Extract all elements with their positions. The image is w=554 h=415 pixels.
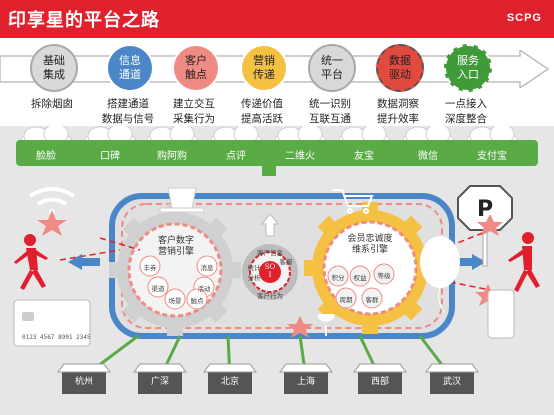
- shopping-cart: [332, 189, 374, 214]
- store-label-beijing: 北京: [220, 377, 239, 387]
- stage-caption-1: 拆除烟囱: [31, 98, 73, 110]
- channel-label-koubei: 口碑: [100, 151, 120, 162]
- header-bar: [0, 0, 554, 38]
- right-node-2: 权益: [353, 274, 367, 282]
- store-label-wuhan: 武汉: [442, 377, 461, 387]
- platform-diagram: P: [13, 126, 540, 394]
- blue-arrows: [68, 254, 486, 270]
- parking-sign: P: [457, 185, 513, 267]
- stage-label: 数据 驱动: [389, 54, 411, 81]
- page-title: 印享星的平台之路: [8, 10, 160, 31]
- stage-caption-6: 数据洞察 提升效率: [377, 98, 419, 125]
- left-node-4: 活动: [197, 285, 211, 293]
- channel-label-gouagou: 购阿购: [157, 151, 187, 162]
- left-node-6: 触点: [190, 297, 204, 305]
- stage-label: 客户 触点: [185, 54, 207, 81]
- runner-right: [508, 232, 540, 292]
- phone: [487, 289, 515, 339]
- stage-circle-1: 基础 集成: [30, 44, 78, 92]
- store-label-guangshen: 广深: [150, 377, 169, 387]
- stage-label: 统一 平台: [321, 54, 343, 81]
- channel-label-erweihuo: 二维火: [285, 151, 315, 162]
- left-node-1: 丰券: [143, 264, 157, 272]
- coffee-cup: [159, 187, 205, 213]
- channel-label-lianlian: 脸脸: [36, 151, 56, 162]
- wine-glasses: [318, 314, 334, 336]
- store-label-shanghai: 上海: [296, 377, 315, 387]
- right-node-1: 积分: [331, 274, 345, 282]
- channel-label-zhifubao: 支付宝: [477, 151, 507, 162]
- stage-caption-7: 一点接入 深度整合: [445, 98, 487, 125]
- channel-label-dianping: 点评: [226, 151, 246, 162]
- center-gear: [242, 244, 298, 300]
- stage-caption-4: 传递价值 提高活跃: [241, 98, 283, 125]
- left-gear: [109, 204, 241, 336]
- runner-left: [14, 234, 48, 290]
- stage-caption-2: 搭建通道 数据与信号: [101, 98, 155, 125]
- stage-circle-4: 营销 传递: [240, 44, 288, 92]
- right-node-5: 客群: [365, 296, 379, 304]
- stores: [57, 363, 479, 394]
- soi-badge: SO I: [264, 263, 276, 279]
- left-node-5: 场景: [168, 297, 182, 305]
- svg-text:P: P: [477, 197, 493, 222]
- stage-circle-6: 数据 驱动: [376, 44, 424, 92]
- left-node-2: 消息: [200, 264, 214, 272]
- channel-label-weixin: 微信: [418, 151, 438, 162]
- left-node-3: 渠道: [151, 285, 165, 293]
- stage-circle-5: 统一 平台: [308, 44, 356, 92]
- card-number: 0123 4567 8901 2345: [22, 334, 91, 341]
- center-left-label: 统计 分析: [247, 264, 261, 282]
- wifi-icon: [28, 187, 76, 206]
- center-right-label: 客服: [279, 258, 293, 266]
- store-label-hangzhou: 杭州: [74, 377, 93, 387]
- right-engine-title: 会员忠诚度 维系引擎: [347, 234, 393, 255]
- stage-circle-3: 客户 触点: [172, 44, 220, 92]
- credit-card: [13, 299, 91, 347]
- stage-label: 服务 入口: [457, 54, 479, 81]
- left-engine-title: 客户数字 营销引擎: [157, 236, 194, 257]
- stage-label: 信息 通道: [119, 54, 141, 81]
- center-top-label: 客户信息: [257, 249, 283, 257]
- channel-label-youbao: 友宝: [354, 151, 374, 162]
- right-node-3: 等级: [377, 272, 391, 280]
- stage-label: 基础 集成: [43, 54, 65, 81]
- stage-circle-2: 信息 通道: [106, 44, 154, 92]
- stage-circle-7: 服务 入口: [444, 44, 492, 92]
- stage-caption-3: 建立交互 采集行为: [173, 98, 215, 125]
- store-label-xibu: 西部: [370, 377, 389, 387]
- stage-label: 营销 传递: [253, 54, 275, 81]
- right-node-4: 周期: [339, 296, 353, 304]
- center-bottom-label: 客户行为: [257, 292, 283, 300]
- brand-logo: SCPG: [506, 12, 542, 24]
- balloon: [420, 236, 460, 313]
- stage-caption-5: 统一识别 互联互通: [309, 98, 351, 125]
